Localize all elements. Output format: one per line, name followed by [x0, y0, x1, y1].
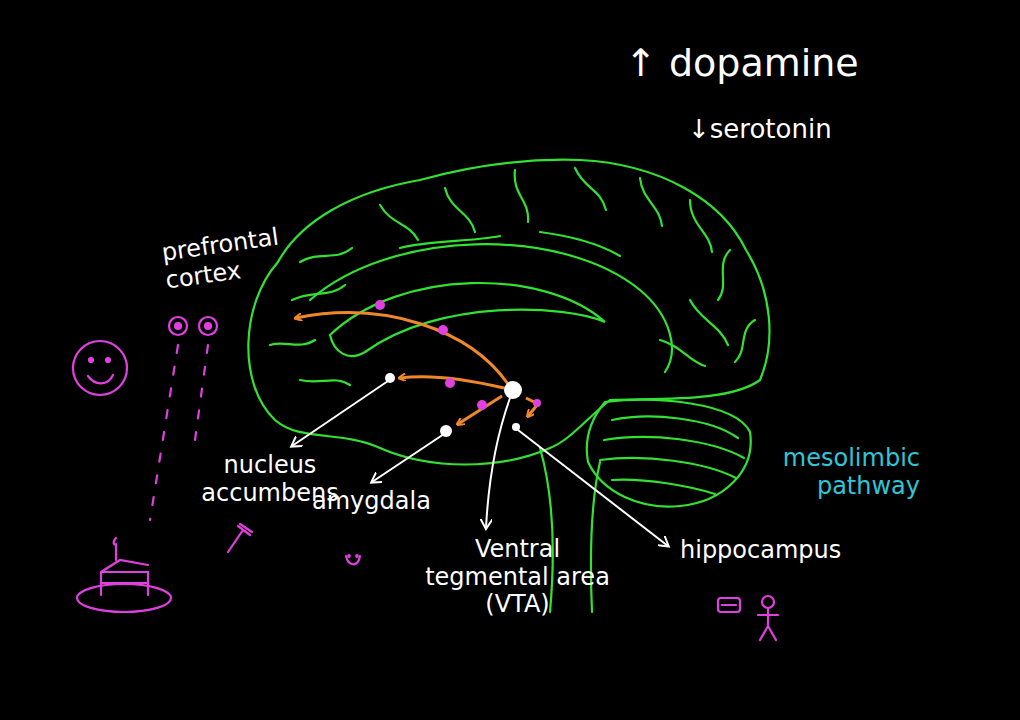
doodle: [73, 317, 778, 640]
region-label: Ventral tegmental area (VTA): [410, 536, 625, 619]
synapse-dot: [375, 300, 541, 410]
level-note: ↑ dopamine: [625, 42, 859, 86]
region-label: amygdala: [312, 488, 431, 516]
level-note: ↓serotonin: [688, 115, 832, 145]
region-label: hippocampus: [680, 537, 841, 565]
dopamine-pathway: [296, 313, 538, 424]
leader-line: [292, 381, 668, 546]
region-label: prefrontal cortex: [160, 219, 316, 295]
pathway-name: mesolimbic pathway: [760, 445, 920, 500]
